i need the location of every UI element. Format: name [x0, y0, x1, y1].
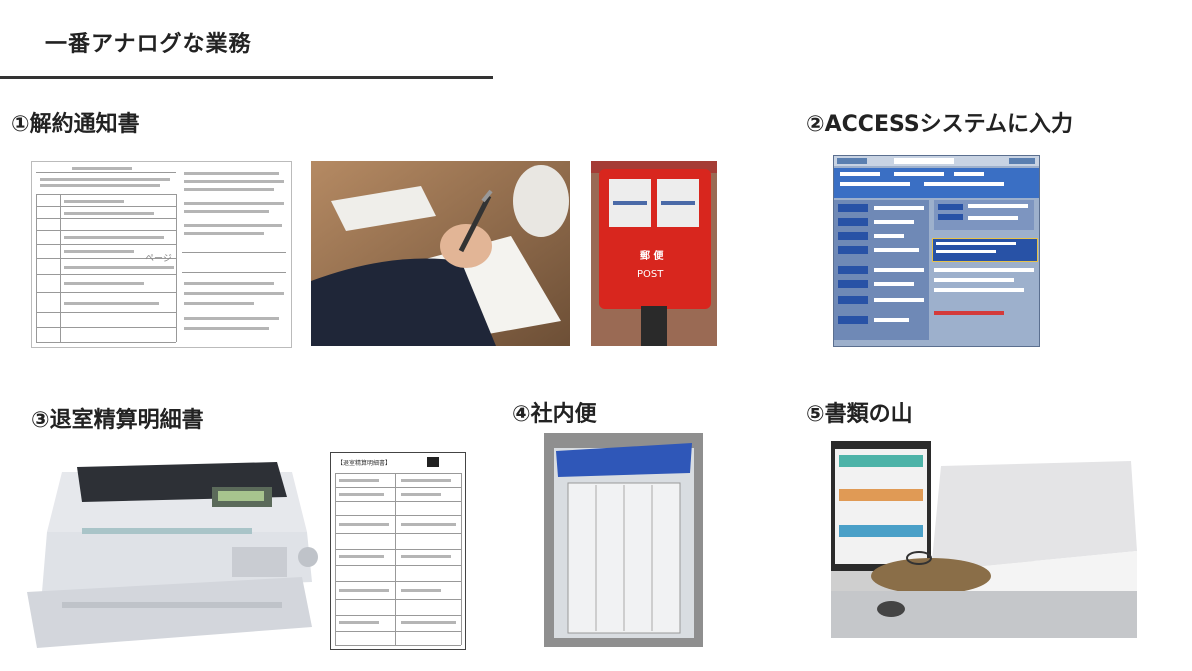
settlement-statement-image: 【退室精算明細書】: [330, 452, 466, 650]
statement-header: 【退室精算明細書】: [337, 460, 392, 467]
section-5-heading: ⑤書類の山: [806, 402, 913, 427]
page-title: 一番アナログな業務: [45, 32, 252, 57]
postbox-photo: 郵 便 POST: [591, 161, 717, 346]
section-4-heading: ④社内便: [512, 402, 597, 427]
cancellation-notice-image: ページ: [31, 161, 292, 348]
internal-mail-envelope-photo: [544, 433, 703, 647]
postbox-post-label: POST: [637, 269, 664, 280]
postbox-sign: 郵 便: [640, 251, 664, 262]
dot-matrix-printer-photo: [22, 452, 318, 648]
document-pile-photo: [831, 441, 1137, 638]
access-system-screenshot: [833, 155, 1040, 347]
section-3-heading: ③退室精算明細書: [31, 408, 204, 433]
section-2-heading: ②ACCESSシステムに入力: [806, 112, 1074, 137]
title-underline: [0, 76, 493, 79]
form-page-label: ページ: [145, 254, 172, 264]
section-1-heading: ①解約通知書: [11, 112, 140, 137]
writing-photo: [311, 161, 570, 346]
